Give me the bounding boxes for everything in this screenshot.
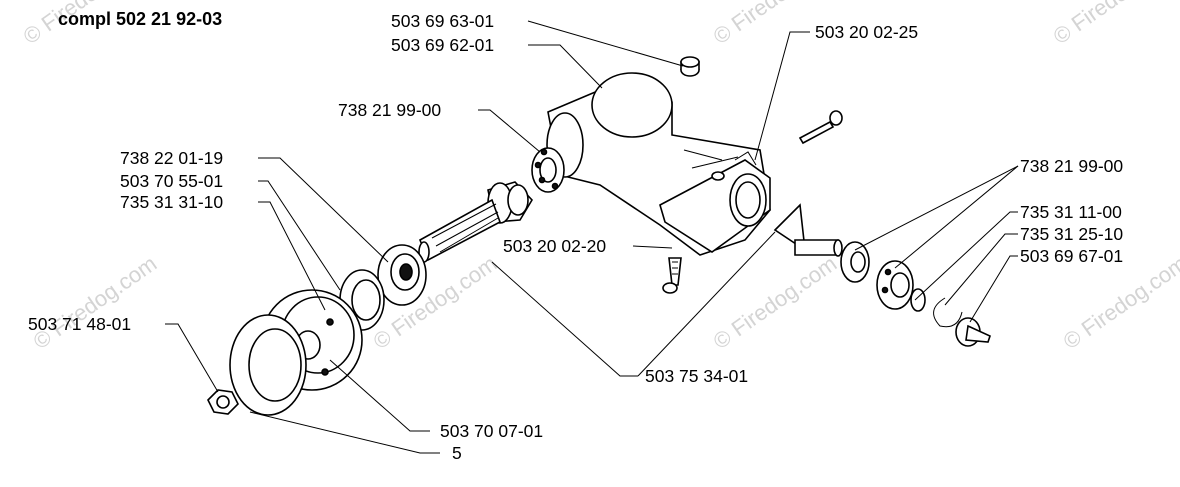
label-small-screw: 503 20 02-20 [503, 236, 606, 256]
label-hex-nut: 503 71 48-01 [28, 314, 131, 334]
watermark: © Firedog.com [1049, 0, 1180, 49]
label-bearing-upper: 738 21 99-00 [338, 100, 441, 120]
label-bearing-right: 738 21 99-00 [1020, 156, 1123, 176]
ball-bearing-upper [531, 147, 565, 193]
pinion-gear-shaft [418, 181, 533, 263]
gear-housing [546, 72, 771, 256]
hex-nut [207, 389, 239, 415]
label-circlip: 735 31 25-10 [1020, 224, 1123, 244]
support-cup [229, 314, 307, 416]
assembly-title: compl 502 21 92-03 [58, 9, 222, 29]
label-gear-set: 503 75 34-01 [645, 366, 748, 386]
long-screw [798, 110, 843, 145]
label-gear-housing: 503 69 62-01 [391, 35, 494, 55]
drive-washer-shaft [955, 317, 991, 347]
label-plug-screw: 503 69 63-01 [391, 11, 494, 31]
ball-bearing-right-1 [840, 241, 870, 283]
small-screw [662, 257, 682, 294]
label-spacer-ring: 503 70 55-01 [120, 171, 223, 191]
label-washer: 735 31 11-00 [1020, 202, 1122, 222]
ball-bearing-right-2 [876, 260, 914, 310]
label-support-cup: 5 [452, 443, 462, 463]
label-long-screw: 503 20 02-25 [815, 22, 918, 42]
plug-screw [680, 56, 700, 77]
part-labels: 503 69 63-01 503 69 62-01 503 20 02-25 7… [28, 11, 1123, 463]
label-drive-washer: 503 69 67-01 [1020, 246, 1123, 266]
bevel-gear [773, 203, 843, 257]
ball-bearing-lower [377, 244, 427, 306]
watermark: © Firedog.com [29, 251, 162, 354]
circlip [933, 297, 963, 328]
label-retaining-ring: 735 31 31-10 [120, 192, 223, 212]
leader-lines [165, 20, 1019, 454]
watermark: © Firedog.com [709, 251, 842, 354]
label-bearing-lower: 738 22 01-19 [120, 148, 223, 168]
label-drive-flange: 503 70 07-01 [440, 421, 543, 441]
watermark: © Firedog.com [1059, 251, 1180, 354]
